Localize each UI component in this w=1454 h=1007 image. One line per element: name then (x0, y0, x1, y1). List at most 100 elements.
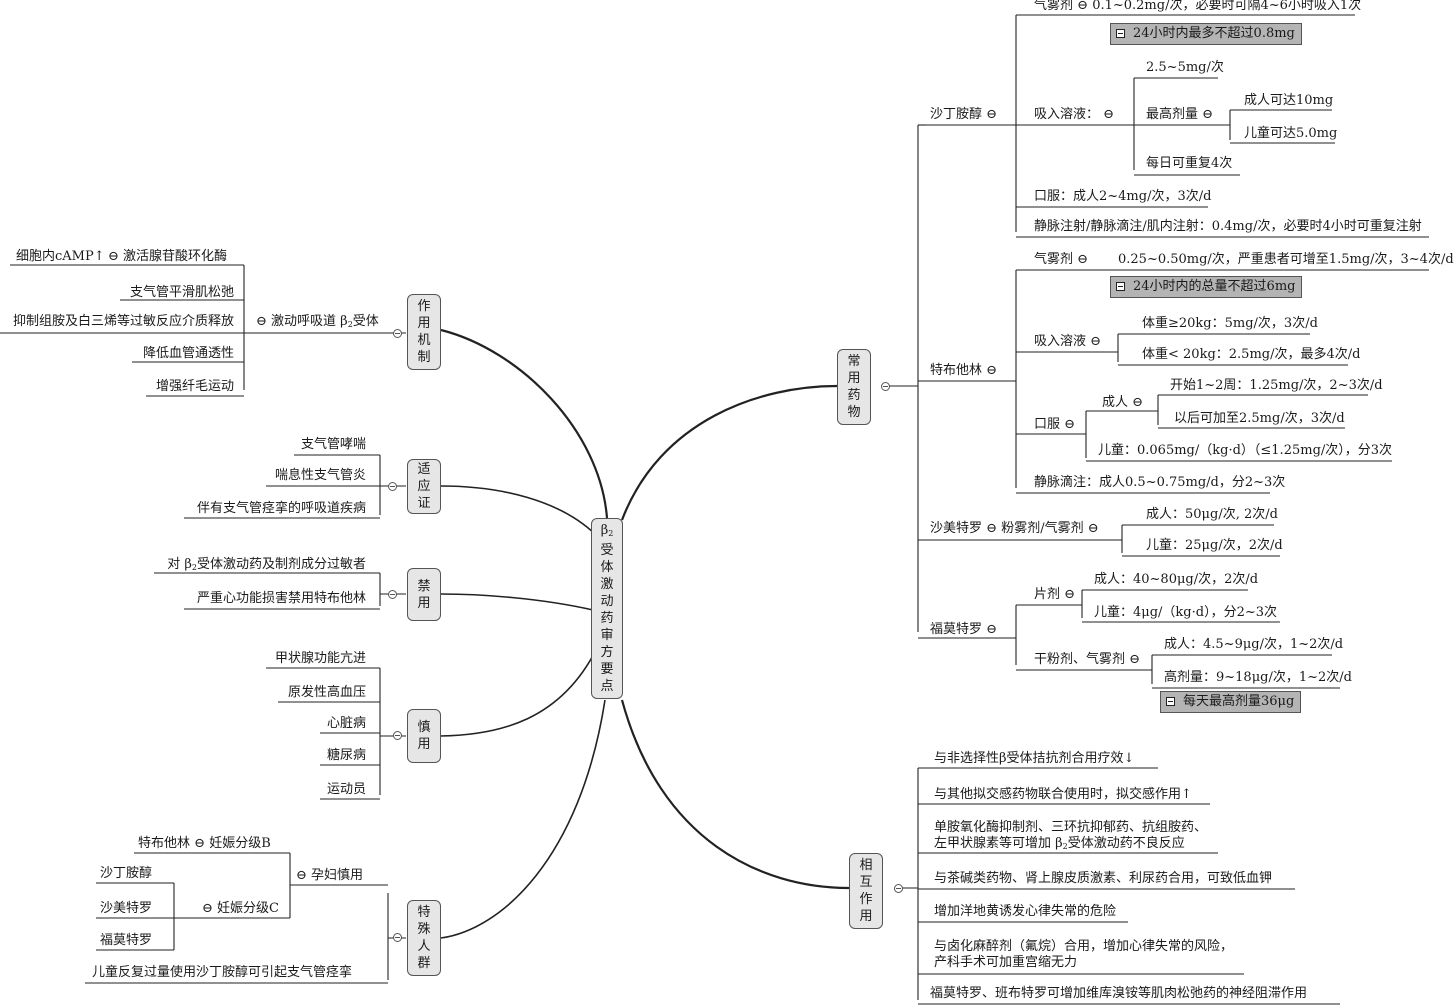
salmeterol-adult: 成人：50μg/次, 2次/d (1146, 507, 1278, 522)
branch-label-char: 适 (417, 462, 431, 477)
contraindication-item: 严重心功能损害禁用特布他林 (196, 591, 366, 606)
salbutamol-oral: 口服：成人2~4mg/次，3次/d (1034, 189, 1212, 204)
special-class-c: ⊖ 妊娠分级C (202, 901, 279, 916)
salbutamol-max-adult: 成人可达10mg (1244, 93, 1334, 108)
drug-terbutaline: 特布他林 ⊖ (930, 363, 998, 378)
branch-label-char: 群 (417, 956, 431, 971)
interaction-item: 福莫特罗、班布特罗可增加维库溴铵等肌肉松弛药的神经阻滞作用 (930, 986, 1308, 1001)
terbutaline-aerosol-label: 气雾剂 ⊖ (1034, 252, 1089, 267)
salbutamol-max: 最高剂量 ⊖ (1146, 107, 1214, 122)
mechanism-camp: 细胞内cAMP↑ (16, 249, 105, 264)
special-class-c-drug: 沙丁胺醇 (100, 866, 153, 881)
root-label-char: 药 (600, 611, 614, 626)
mechanism-item: 降低血管通透性 (142, 346, 234, 361)
formoterol-powder-note: 每天最高剂量36μg (1160, 691, 1302, 713)
branch-label-char: 作 (417, 299, 431, 314)
salbutamol-aerosol: 气雾剂 ⊖ 0.1~0.2mg/次，必要时可隔4~6小时吸入1次 (1034, 0, 1362, 13)
branch-label-char: 慎 (417, 720, 431, 735)
terbutaline-inhal-light: 体重< 20kg：2.5mg/次，最多4次/d (1142, 347, 1361, 362)
mechanism-item: 支气管平滑肌松弛 (129, 285, 234, 300)
root-label-char: 审 (600, 628, 614, 643)
formoterol-tablet-child: 儿童：4μg/（kg·d），分2~3次 (1094, 605, 1278, 620)
formoterol-tablet: 片剂 ⊖ (1034, 587, 1076, 602)
minus-icon (1166, 697, 1175, 706)
interaction-item: 与非选择性β受体拮抗剂合用疗效↓ (934, 751, 1135, 766)
branch-label-char: 制 (417, 350, 431, 365)
branch-label-char: 用 (847, 371, 861, 386)
branch-label-char: 互 (859, 875, 873, 890)
salbutamol-inhal: 吸入溶液： ⊖ (1034, 107, 1115, 122)
salbutamol-iv: 静脉注射/静脉滴注/肌内注射：0.4mg/次，必要时4小时可重复注射 (1034, 219, 1422, 234)
root-label-char: 激 (600, 577, 614, 592)
root-node[interactable]: β2 受 体 激 动 药 审 方 要 点 (591, 518, 623, 699)
collapse-icon[interactable] (393, 731, 402, 740)
terbutaline-aerosol-note: 24小时内的总量不超过6mg (1110, 276, 1303, 298)
special-terbutaline: 特布他林 ⊖ 妊娠分级B (138, 836, 271, 851)
branch-label-char: 禁 (417, 578, 431, 594)
caution-item: 原发性高血压 (287, 685, 366, 700)
collapse-icon[interactable] (881, 382, 890, 391)
branch-indication[interactable]: 适 应 证 (407, 459, 441, 514)
interaction-item: 与茶碱类药物、肾上腺皮质激素、利尿药合用，可致低血钾 (934, 871, 1273, 886)
salbutamol-repeat: 每日可重复4次 (1146, 156, 1233, 171)
formoterol-tablet-adult: 成人：40~80μg/次，2次/d (1094, 572, 1259, 587)
collapse-icon[interactable] (894, 884, 903, 893)
formoterol-powder: 干粉剂、气雾剂 ⊖ (1034, 652, 1141, 667)
terbutaline-adult: 成人 ⊖ (1102, 395, 1144, 410)
branch-label-char: 证 (417, 496, 431, 511)
drug-salbutamol: 沙丁胺醇 ⊖ (930, 107, 998, 122)
collapse-icon[interactable] (388, 590, 397, 599)
branch-interaction[interactable]: 相 互 作 用 (849, 853, 883, 929)
branch-caution[interactable]: 慎 用 (407, 709, 441, 763)
indication-item: 伴有支气管痉挛的呼吸道疾病 (196, 501, 366, 516)
drug-formoterol: 福莫特罗 ⊖ (930, 622, 998, 637)
collapse-icon[interactable] (388, 482, 397, 491)
collapse-icon[interactable] (393, 329, 402, 338)
branch-label-char: 用 (417, 595, 431, 611)
terbutaline-inhal: 吸入溶液 ⊖ (1034, 334, 1102, 349)
caution-item: 运动员 (326, 782, 366, 797)
branch-label-char: 人 (417, 939, 431, 954)
formoterol-powder-max: 高剂量：9~18μg/次，1~2次/d (1164, 670, 1352, 685)
branch-common-drugs[interactable]: 常 用 药 物 (837, 349, 871, 425)
caution-item: 心脏病 (326, 716, 366, 731)
root-label-prefix: β2 (600, 523, 614, 538)
interaction-item: 与其他拟交感药物联合使用时，拟交感作用↑ (934, 787, 1192, 802)
formoterol-powder-adult: 成人：4.5~9μg/次，1~2次/d (1164, 637, 1344, 652)
branch-label-char: 用 (417, 316, 431, 331)
branch-label-char: 常 (847, 354, 861, 369)
mechanism-item: 增强纤毛运动 (155, 379, 234, 394)
branch-contraindication[interactable]: 禁 用 (407, 568, 441, 621)
collapse-icon[interactable] (393, 933, 402, 942)
root-label-char: 要 (600, 662, 614, 677)
salbutamol-max-child: 儿童可达5.0mg (1244, 126, 1338, 141)
caution-item: 甲状腺功能亢进 (274, 651, 366, 666)
root-label-char: 动 (600, 594, 614, 609)
branch-label-char: 殊 (417, 922, 431, 937)
branch-mechanism[interactable]: 作 用 机 制 (407, 294, 441, 370)
special-children: 儿童反复过量使用沙丁胺醇可引起支气管痉挛 (92, 965, 353, 980)
special-class-c-drug: 沙美特罗 (100, 901, 153, 916)
terbutaline-adult-later: 以后可加至2.5mg/次，3次/d (1174, 411, 1345, 426)
branch-label-char: 机 (417, 333, 431, 348)
branch-label-char: 应 (417, 479, 431, 494)
branch-label-char: 药 (847, 388, 861, 403)
special-class-c-drug: 福莫特罗 (100, 933, 153, 948)
salbutamol-inhal-dose: 2.5~5mg/次 (1146, 60, 1224, 75)
interaction-item: 产科手术可加重宫缩无力 (934, 955, 1078, 970)
terbutaline-ivdrip: 静脉滴注：成人0.5~0.75mg/d，分2~3次 (1034, 475, 1286, 490)
branch-special[interactable]: 特 殊 人 群 (407, 900, 441, 976)
interaction-item: 单胺氧化酶抑制剂、三环抗抑郁药、抗组胺药、 (934, 820, 1208, 835)
indication-item: 喘息性支气管炎 (274, 468, 366, 483)
mechanism-receptor: ⊖ 激动呼吸道 β2受体 (256, 314, 379, 329)
interaction-item: 左甲状腺素等可增加 β2受体激动药不良反应 (934, 836, 1185, 851)
terbutaline-inhal-heavy: 体重≥20kg：5mg/次，3次/d (1142, 316, 1318, 331)
terbutaline-child: 儿童：0.065mg/（kg·d）（≤1.25mg/次），分3次 (1098, 443, 1393, 458)
terbutaline-oral: 口服 ⊖ (1034, 417, 1076, 432)
branch-label-char: 物 (847, 405, 861, 420)
branch-label-char: 用 (417, 737, 431, 752)
interaction-item: 与卤化麻醉剂（氟烷）合用，增加心律失常的风险， (934, 939, 1234, 954)
drug-salmeterol: 沙美特罗 ⊖ 粉雾剂/气雾剂 ⊖ (930, 521, 1099, 536)
caution-item: 糖尿病 (326, 748, 366, 763)
